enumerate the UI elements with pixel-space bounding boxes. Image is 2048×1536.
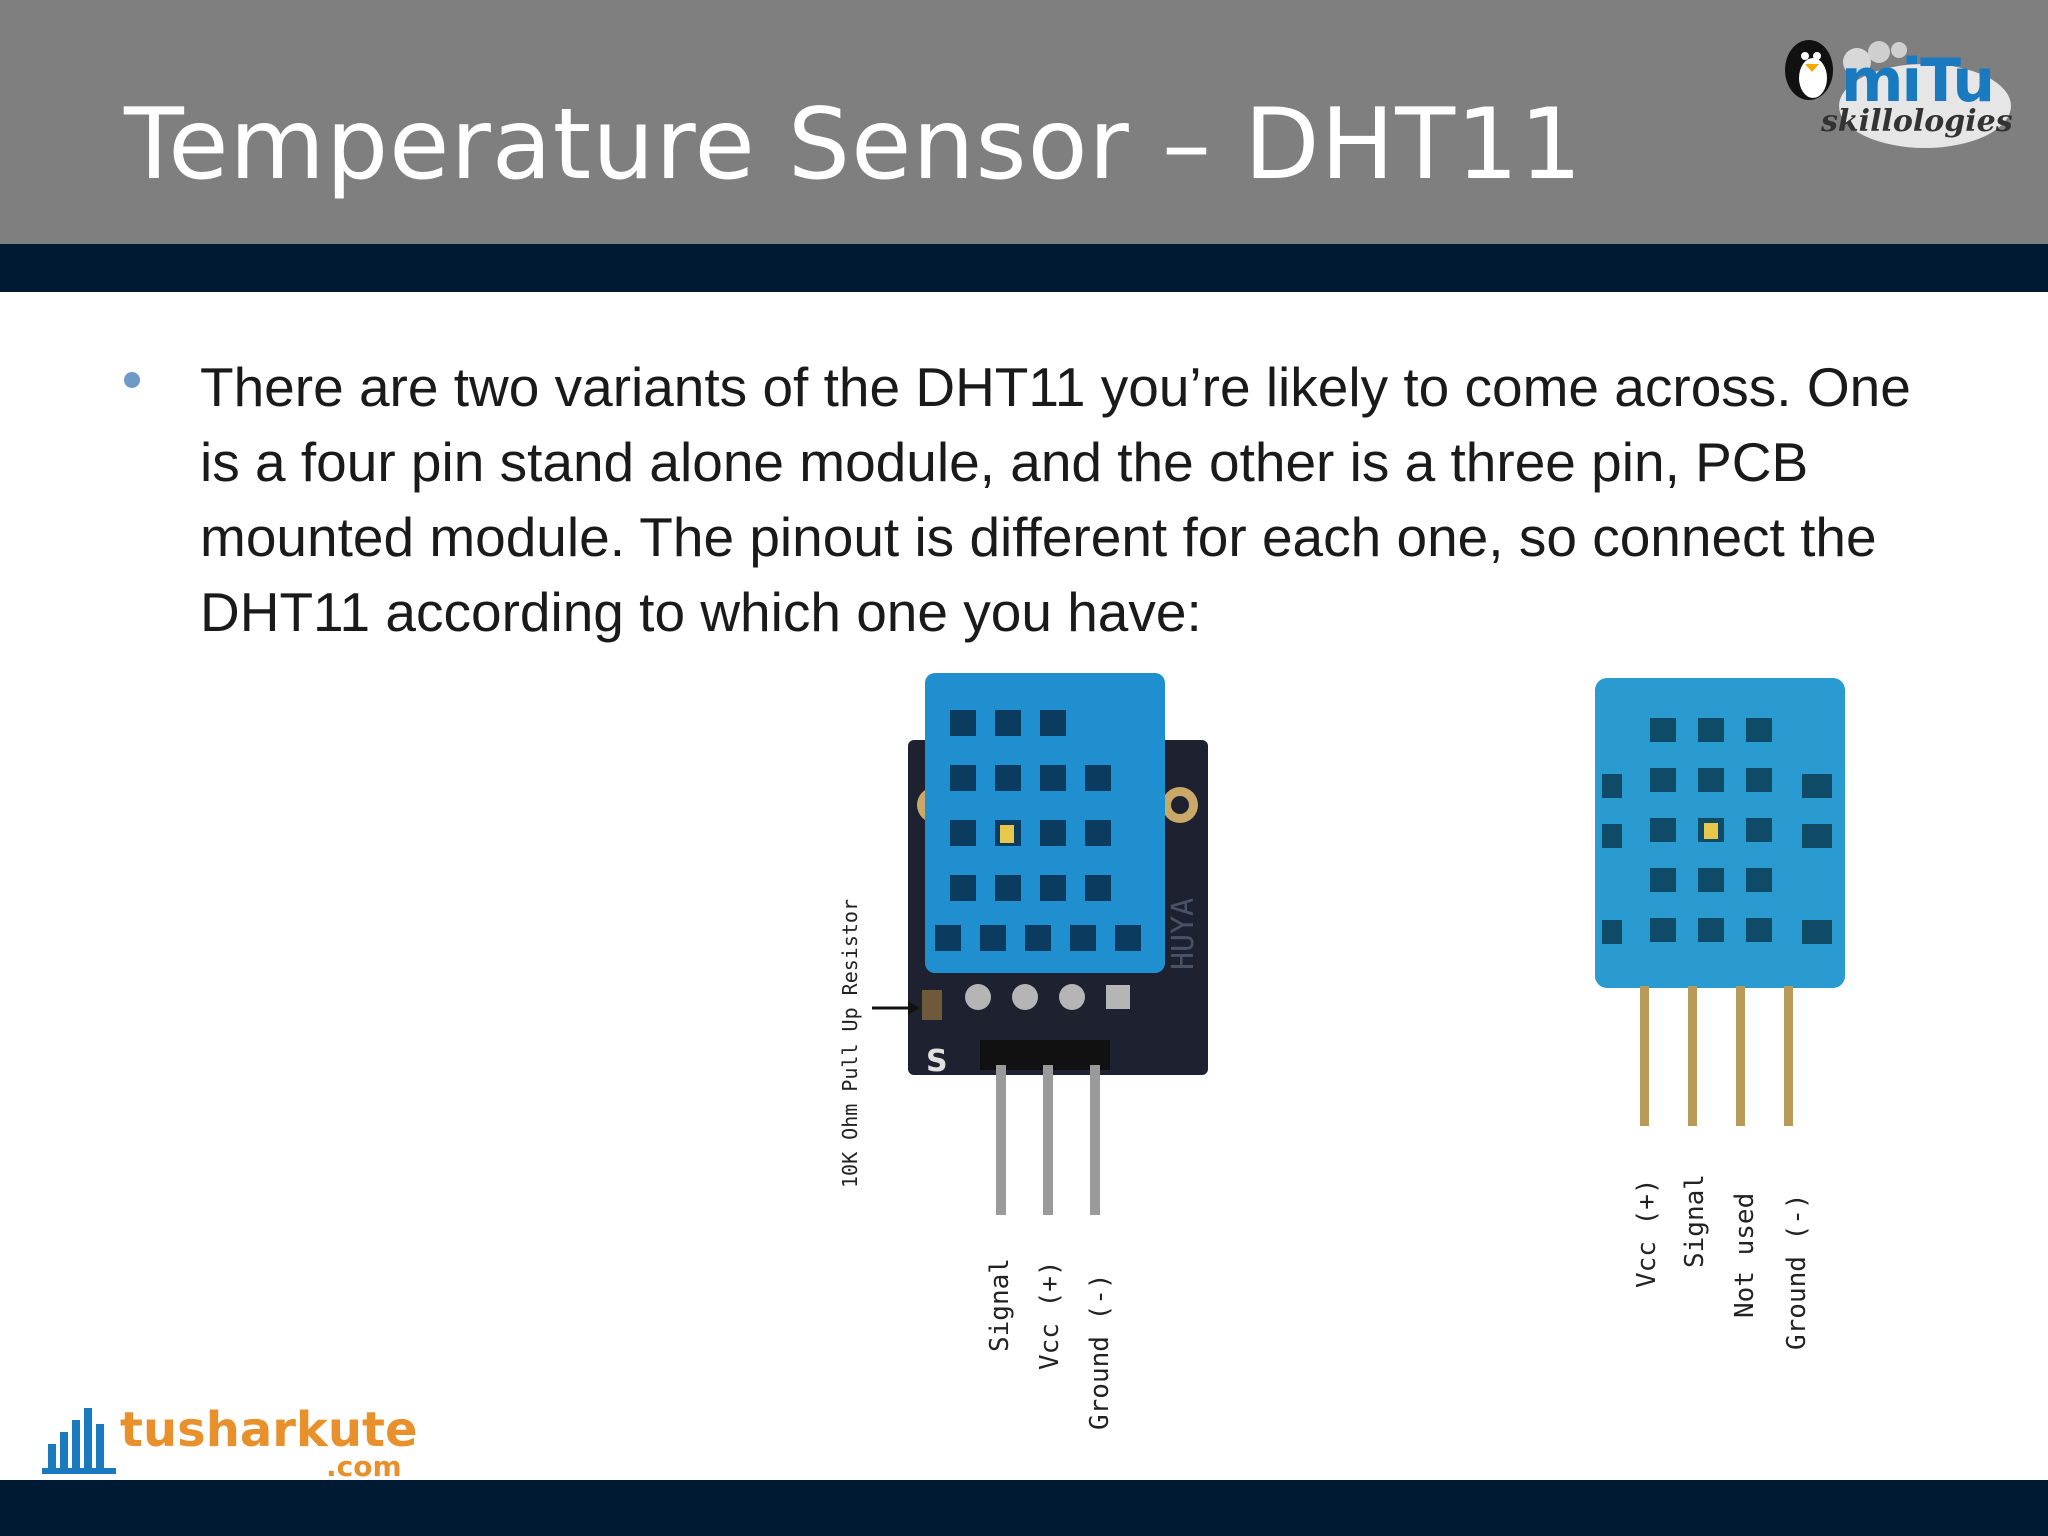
- mitu-logo-text: miTu: [1841, 46, 1995, 116]
- penguin-icon: [1785, 40, 2011, 148]
- pin-label-signal: Signal: [985, 1258, 1015, 1352]
- pin-label-vcc-4pin: Vcc (+): [1632, 1178, 1662, 1288]
- slide-header: [0, 0, 2048, 244]
- bullet-marker: [124, 372, 140, 388]
- board-silkscreen-s: S: [926, 1044, 948, 1079]
- board-brand-text: HUYA: [1166, 897, 1201, 970]
- pin-label-vcc: Vcc (+): [1035, 1260, 1065, 1370]
- skillologies-logo-text: skillologies: [1821, 104, 2013, 139]
- header-band: [0, 244, 2048, 292]
- pin-label-ground-4pin: Ground (-): [1782, 1193, 1812, 1350]
- dht11-pcb-module-image: [872, 673, 1208, 1215]
- tusharkute-logo: tusharkute .com: [42, 1400, 418, 1483]
- footer-band: [0, 1480, 2048, 1536]
- tusharkute-logo-domain: .com: [326, 1450, 402, 1483]
- tusharkute-logo-text: tusharkute: [120, 1402, 418, 1458]
- books-icon: [42, 1408, 116, 1474]
- resistor-label: 10K Ohm Pull Up Resistor: [838, 899, 862, 1188]
- slide-title: Temperature Sensor – DHT11: [124, 88, 1583, 202]
- pin-label-ground: Ground (-): [1085, 1273, 1115, 1430]
- pin-label-not-used: Not used: [1730, 1192, 1760, 1318]
- dht11-four-pin-image: [1595, 678, 1845, 1126]
- mitu-logo: miTu skillologies: [1775, 22, 2015, 152]
- bullet-text: There are two variants of the DHT11 you’…: [200, 356, 1911, 643]
- pin-label-signal-4pin: Signal: [1680, 1174, 1710, 1268]
